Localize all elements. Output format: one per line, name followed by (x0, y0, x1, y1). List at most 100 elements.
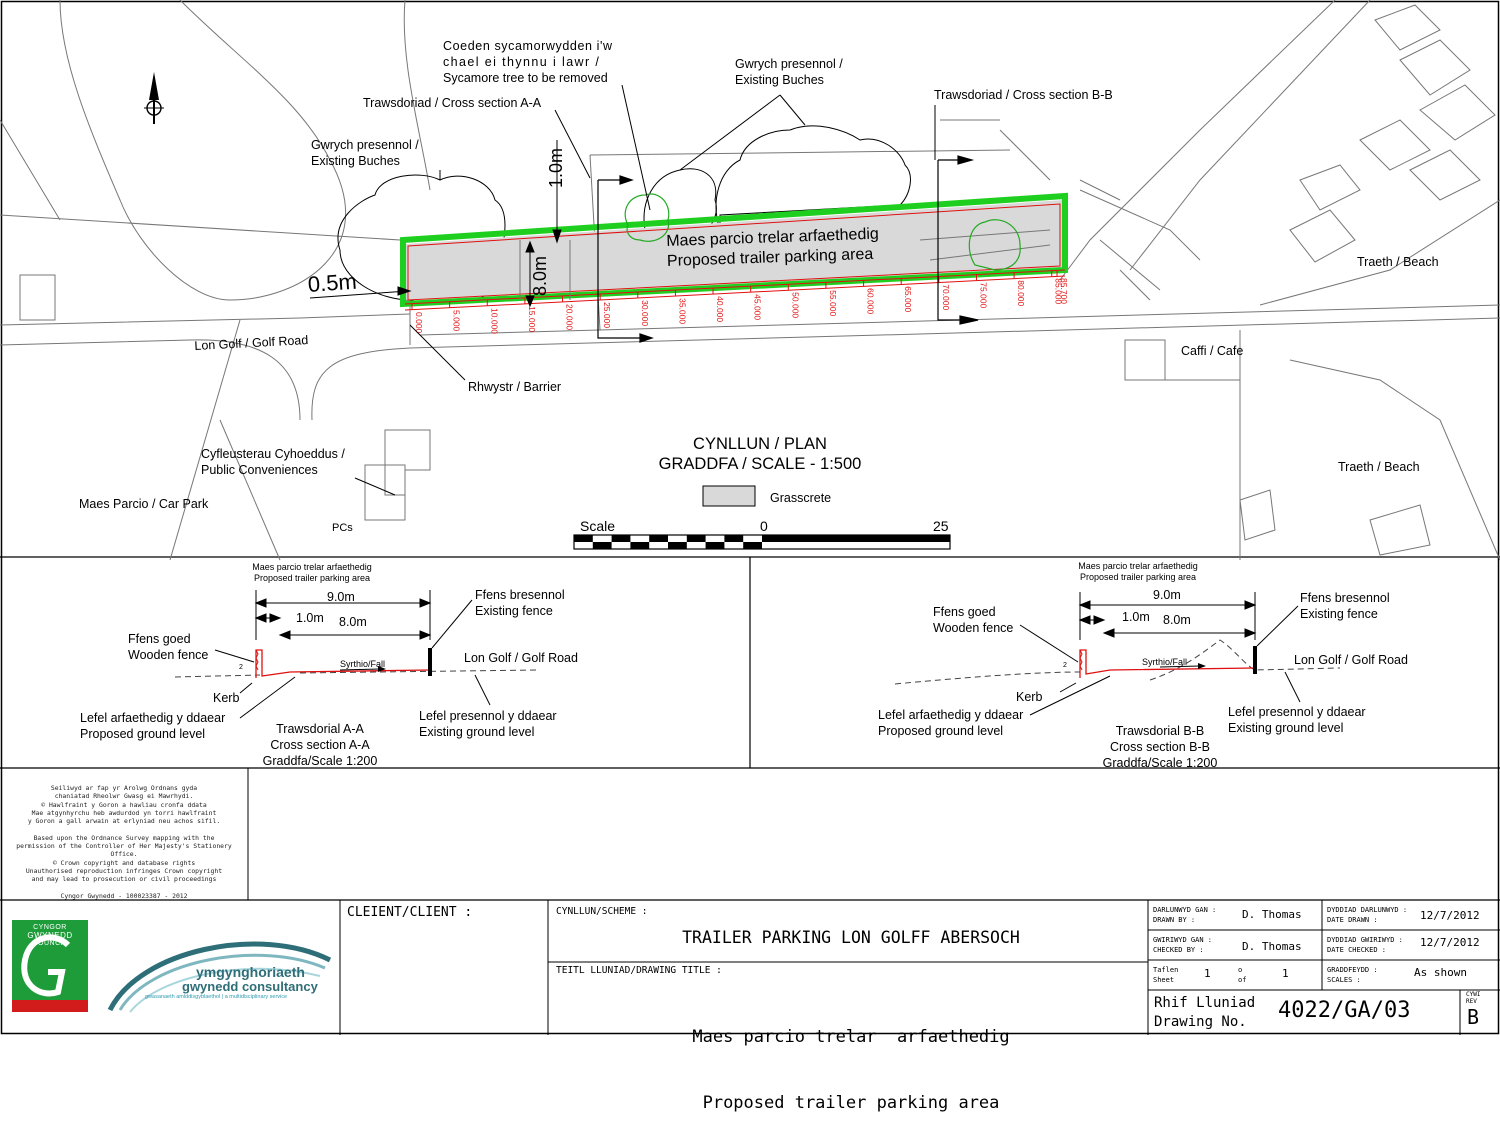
label-section-aa: Trawsdoriad / Cross section A-A (363, 96, 542, 110)
grasscrete-swatch (702, 485, 756, 507)
section-a-dim-9: 9.0m (327, 590, 355, 604)
rev-label: CYWI REV (1466, 991, 1481, 1005)
scale-bar-check (668, 542, 687, 549)
chainage-label: 50.000 (790, 292, 800, 318)
scale-bar-check (649, 535, 668, 542)
section-b-title: Trawsdorial B-B Cross section B-B Graddf… (1102, 724, 1218, 770)
section-b-fall: Syrthio/Fall (1142, 657, 1188, 667)
chainage-label: 25.000 (602, 302, 612, 328)
sycamore-tree (624, 193, 1021, 271)
chainage-label: 0.000 (414, 312, 424, 334)
consultancy-name: ymgynghoriaeth (196, 964, 305, 980)
date-drawn-label: DYDDIAD DARLUNWYD : DATE DRAWN : (1327, 906, 1408, 924)
sheet-border (0, 0, 1500, 1035)
scale-bar-check (574, 535, 593, 542)
section-b-proposed-level: Lefel arfaethedig y ddaear Proposed grou… (878, 708, 1024, 738)
label-public-conveniences: Cyfleusterau Cyhoeddus / Public Convenie… (201, 447, 345, 477)
sheet-label: Taflen Sheet (1153, 966, 1179, 984)
drawing-title: Maes parcio trelar arfaethedig Proposed … (692, 1027, 1010, 1113)
scale-25: 25 (933, 518, 949, 534)
copyright-line: Seiliwyd ar fap yr Arolwg Ordnans gyda (50, 784, 198, 792)
section-a-dim-1: 1.0m (296, 611, 324, 625)
of-label: o of (1238, 966, 1247, 984)
scale-bar-check (724, 535, 744, 542)
scheme-value: TRAILER PARKING LON GOLFF ABERSOCH (682, 928, 1020, 947)
section-b-existing-level: Lefel presennol y ddaear Existing ground… (1228, 705, 1366, 735)
consultancy-name-2: gwynedd consultancy (182, 979, 318, 994)
revision: B (1467, 1005, 1480, 1029)
chainage-label: 35.000 (677, 298, 687, 324)
section-b-dim-8: 8.0m (1163, 613, 1191, 627)
drawn-by: D. Thomas (1242, 908, 1302, 921)
section-a-proposed-level: Lefel arfaethedig y ddaear Proposed grou… (80, 711, 226, 741)
scale-bar-check (611, 535, 631, 542)
date-checked: 12/7/2012 (1420, 936, 1480, 949)
copyright-line: © Crown copyright and database rights (52, 858, 196, 867)
copyright-line: Based upon the Ordnance Survey mapping w… (33, 833, 215, 842)
leader-lines (354, 84, 936, 496)
label-cafe: Caffi / Cafe (1181, 344, 1244, 358)
copyright-line: and may lead to prosecution or civil pro… (31, 875, 217, 884)
chainage-label: 45.000 (753, 294, 763, 320)
drawing-title-label: TEITL LLUNIAD/DRAWING TITLE : (556, 965, 722, 976)
scales-label: GRADDFEYDD : SCALES : (1327, 966, 1378, 984)
chainage-label: 5.000 (452, 310, 462, 332)
copyright-line (4, 884, 244, 892)
label-sycamore: Coeden sycamorwydden i'w chael ei thynnu… (443, 39, 613, 85)
checked-by-label: GWIRIWYD GAN : CHECKED BY : (1153, 936, 1213, 954)
scale-bar-check (686, 535, 706, 542)
copyright-line: © Hawlfraint y Goron a hawliau cronfa dd… (41, 800, 207, 809)
plan-title: CYNLLUN / PLAN GRADDFA / SCALE - 1:500 (658, 435, 862, 473)
section-a-fall: Syrthio/Fall (340, 659, 386, 669)
scale-label: Scale (580, 518, 616, 534)
scheme-label: CYNLLUN/SCHEME : (556, 906, 648, 917)
label-section-bb: Trawsdoriad / Cross section B-B (934, 88, 1113, 102)
chainage-label: 20.000 (565, 304, 575, 330)
chainage-label: 60.000 (866, 288, 876, 314)
section-a-header: Maes parcio trelar arfaethedig Proposed … (252, 562, 372, 583)
label-beach-1: Traeth / Beach (1357, 255, 1439, 269)
section-b-slope: 2 (1063, 662, 1067, 669)
label-existing-buches-left: Gwrych presennol / Existing Buches (311, 138, 419, 168)
label-pcs: PCs (332, 522, 353, 534)
date-checked-label: DYDDIAD GWIRIWYD : DATE CHECKED : (1327, 936, 1403, 954)
copyright-line: permission of the Controller of Her Maje… (16, 842, 232, 859)
legend-grasscrete: Grasscrete (770, 491, 832, 505)
chainage-label: 15.000 (527, 306, 537, 332)
scale-bar-check (705, 542, 725, 549)
section-a-wooden-fence: Ffens goed Wooden fence (128, 632, 209, 662)
dimensions (309, 140, 562, 308)
section-a-existing-fence: Ffens bresennol Existing fence (475, 588, 565, 618)
section-a-existing-level: Lefel presennol y ddaear Existing ground… (419, 709, 557, 739)
section-b-dim-9: 9.0m (1153, 588, 1181, 602)
checked-by: D. Thomas (1242, 940, 1302, 953)
copyright-line: chaniatad Rheolwr Gwasg ei Mawrhydi. (54, 792, 194, 801)
section-a-title: Trawsdorial A-A Cross section A-A Graddf… (262, 722, 378, 768)
chainage-label: 80.000 (1016, 280, 1026, 306)
section-a-road: Lon Golf / Golf Road (464, 651, 578, 665)
chainage-label: 30.000 (640, 300, 650, 326)
dim-1m: 1.0m (546, 147, 566, 188)
label-parking-area: Maes parcio trelar arfaethedig Proposed … (666, 225, 880, 270)
chainage-label: 85.700 (1059, 278, 1069, 304)
scale-zero: 0 (760, 518, 768, 534)
section-a-drawing (174, 590, 541, 719)
buildings (19, 4, 1496, 556)
section-b-drawing (894, 592, 1341, 716)
red-line-boundary (407, 203, 1061, 301)
consultancy-tagline: gwasanaeth amlddisgyblaethol | a multidi… (145, 994, 288, 1000)
label-car-park: Maes Parcio / Car Park (79, 497, 209, 511)
drawing-no-label: Rhif Lluniad Drawing No. (1154, 995, 1256, 1030)
label-beach-2: Traeth / Beach (1338, 460, 1420, 474)
chainage-label: 85.000 (1054, 278, 1064, 304)
title-block-grid (339, 900, 1500, 1035)
council-logo-text: CYNGOR GWYNEDD COUNCIL (27, 924, 73, 947)
gwynedd-council-logo (12, 920, 88, 1012)
section-a-slope: 2 (239, 664, 243, 671)
copyright-line: Cyngor Gwynedd - 100023387 - 2012 (60, 891, 188, 900)
label-barrier: Rhwystr / Barrier (468, 380, 562, 394)
section-a-kerb: Kerb (213, 691, 240, 705)
